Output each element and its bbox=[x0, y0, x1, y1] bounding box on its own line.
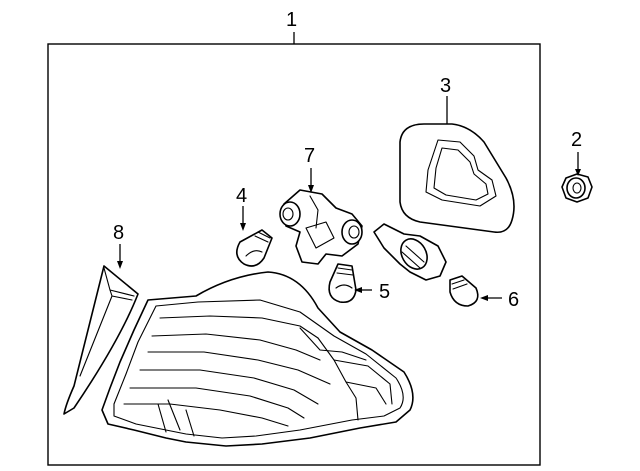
callout-5: 5 bbox=[379, 281, 390, 303]
callout-4-arrowhead bbox=[240, 223, 246, 231]
tail-lamp-housing bbox=[101, 271, 414, 447]
part-8-trim-strip bbox=[63, 265, 139, 415]
part-7-socket bbox=[279, 189, 363, 265]
callout-2: 2 bbox=[571, 129, 582, 151]
part-4-bulb bbox=[236, 229, 273, 267]
callout-4: 4 bbox=[236, 185, 247, 207]
part-6-bulb bbox=[449, 275, 479, 307]
callout-6: 6 bbox=[508, 289, 519, 311]
part-5-bulb bbox=[328, 263, 357, 304]
part-3-gasket bbox=[399, 123, 515, 234]
part-6-socket bbox=[373, 223, 447, 281]
callout-5-arrowhead bbox=[354, 287, 362, 293]
callout-7: 7 bbox=[304, 145, 315, 167]
callout-7-arrowhead bbox=[308, 185, 314, 193]
callout-1: 1 bbox=[286, 9, 297, 31]
callout-8-arrowhead bbox=[117, 261, 123, 269]
callout-3: 3 bbox=[440, 75, 451, 97]
part-2-grommet bbox=[561, 173, 593, 203]
callout-2-arrowhead bbox=[575, 169, 581, 176]
callout-8: 8 bbox=[113, 222, 124, 244]
callout-6-arrowhead bbox=[480, 295, 488, 301]
